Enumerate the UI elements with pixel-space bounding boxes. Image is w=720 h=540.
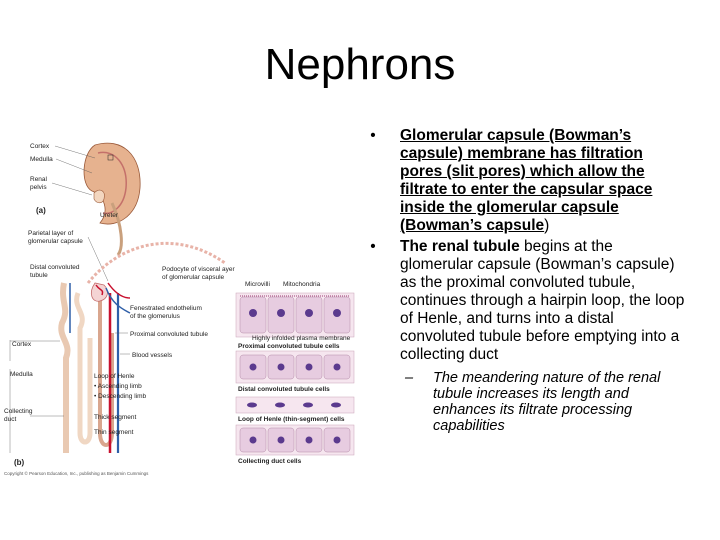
nephron-figure: Cortex Medulla Renal pelvis (a) Ureter P…	[0, 133, 360, 480]
label-cortex-side: Cortex	[12, 341, 32, 348]
collecting-cells-panel	[236, 425, 354, 455]
label-collecting-cells: Collecting duct cells	[238, 458, 302, 465]
label-descending: • Descending limb	[94, 393, 147, 400]
bullet-glomerular-capsule: • Glomerular capsule (Bowman’s capsule) …	[365, 127, 685, 235]
bullet-2-bold: The renal tubule	[400, 238, 520, 255]
label-infolded: Highly infolded plasma membrane	[252, 335, 351, 342]
label-cortex-top: Cortex	[30, 143, 50, 150]
label-ascending: • Ascending limb	[94, 383, 142, 390]
copyright-note: Copyright © Pearson Education, Inc., pub…	[4, 470, 149, 476]
bullet-list: • Glomerular capsule (Bowman’s capsule) …	[365, 127, 685, 434]
nephron-tubules	[61, 283, 130, 453]
label-loop-henle: Loop of Henle	[94, 373, 135, 380]
label-proximal-cells: Proximal convoluted tubule cells	[238, 343, 340, 350]
distal-cells-panel	[236, 351, 354, 383]
bullet-dot: •	[365, 238, 381, 256]
henle-cells-panel	[236, 397, 354, 413]
bullet-2-rest: begins at the glomerular capsule (Bowman…	[400, 238, 684, 363]
label-parietal-1: Parietal layer of	[28, 230, 73, 237]
sub-bullet-text: The meandering nature of the renal tubul…	[433, 370, 660, 434]
label-podocyte-2: of glomerular capsule	[162, 274, 225, 281]
label-distal-cells: Distal convoluted tubule cells	[238, 386, 330, 393]
label-medulla-side: Medulla	[10, 371, 33, 378]
label-thick-segment: Thick segment	[94, 414, 136, 421]
bullet-1-bold-underlined: Glomerular capsule (Bowman’s capsule) me…	[400, 127, 652, 234]
label-fenestrated-1: Fenestrated endothelium	[130, 305, 202, 312]
slide-title: Nephrons	[0, 40, 720, 90]
nephron-diagram: Cortex Medulla Renal pelvis (a) Ureter P…	[0, 133, 360, 480]
label-part-b: (b)	[14, 458, 25, 467]
label-henle-cells: Loop of Henle (thin-segment) cells	[238, 416, 345, 423]
label-distal-1: Distal convoluted	[30, 264, 80, 271]
sub-bullet-meandering: – The meandering nature of the renal tub…	[365, 370, 685, 434]
label-collecting-2: duct	[4, 416, 16, 423]
label-distal-2: tubule	[30, 272, 48, 279]
label-medulla-top: Medulla	[30, 156, 53, 163]
label-renal-pelvis-2: pelvis	[30, 184, 47, 191]
kidney-illustration	[84, 143, 140, 255]
label-renal-pelvis-1: Renal	[30, 176, 48, 183]
bullet-dot: •	[365, 127, 381, 145]
label-proximal-tubule: Proximal convoluted tubule	[130, 331, 208, 338]
label-parietal-2: glomerular capsule	[28, 238, 83, 245]
bullet-1-tail: )	[544, 217, 549, 234]
label-fenestrated-2: of the glomerulus	[130, 313, 181, 320]
label-collecting-1: Collecting	[4, 408, 33, 415]
label-microvilli: Microvilli	[245, 281, 270, 288]
sub-bullet-dash: –	[405, 370, 413, 386]
label-mitochondria: Mitochondria	[283, 281, 321, 288]
label-blood-vessels: Blood vessels	[132, 352, 173, 359]
label-podocyte-1: Podocyte of visceral ayer	[162, 266, 235, 273]
bullet-renal-tubule: • The renal tubule begins at the glomeru…	[365, 238, 685, 364]
label-ureter: Ureter	[100, 212, 119, 219]
label-part-a: (a)	[36, 206, 46, 215]
proximal-cells-panel	[236, 293, 354, 337]
label-thin-segment: Thin segment	[94, 429, 134, 436]
